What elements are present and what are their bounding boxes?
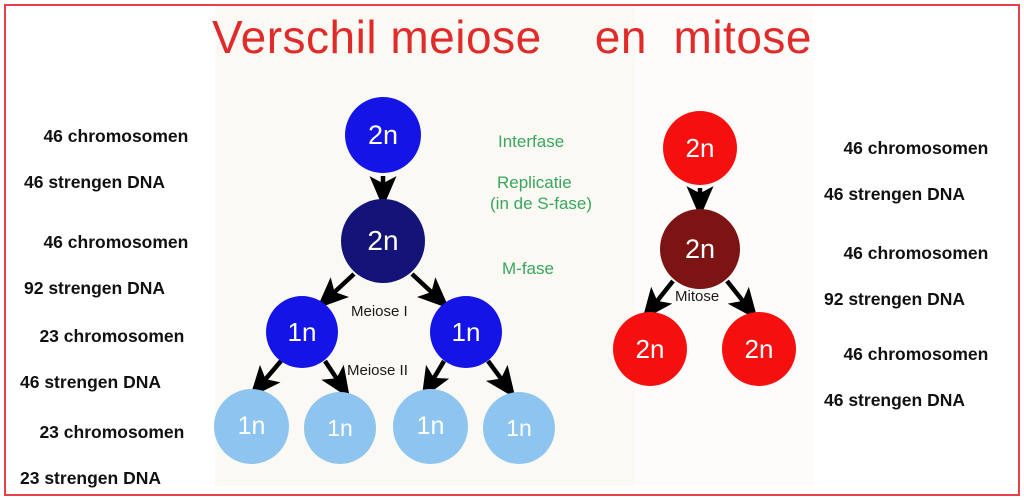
meiose-cell-haploid-left: 1n [266, 296, 338, 368]
meiose-gamete-1: 1n [214, 389, 289, 464]
left-label-after-meiose1-line2: 46 strengen DNA [20, 372, 162, 392]
mitose-daughter-left-label: 2n [635, 333, 665, 364]
page-title: Verschil meiose en mitose [212, 11, 812, 63]
right-label-interfase: 46 chromosomen 46 strengen DNA [824, 114, 988, 252]
meiose-cell-haploid-left-label: 1n [287, 316, 317, 347]
meiose-cell-haploid-right: 1n [430, 296, 502, 368]
right-label-interfase-line1: 46 chromosomen [843, 138, 989, 158]
phase-label-replicatie: Replicatie [497, 173, 572, 192]
mitose-cell-interfase-label: 2n [685, 132, 715, 163]
right-label-replicated-line1: 46 chromosomen [843, 243, 989, 263]
phase-label-replicatie-sub: (in de S-fase) [490, 194, 593, 213]
right-label-after-mitose: 46 chromosomen 46 strengen DNA [824, 320, 988, 458]
division-label-meiose-2: Meiose II [347, 362, 408, 379]
right-label-after-mitose-line1: 46 chromosomen [843, 344, 989, 364]
left-label-after-meiose1-line1: 23 chromosomen [39, 326, 185, 346]
meiose-cell-replicated-label: 2n [367, 225, 399, 256]
meiose-gamete-4: 1n [483, 392, 555, 464]
left-label-after-meiose2: 23 chromosomen 23 strengen DNA [20, 398, 184, 500]
meiose-gamete-4-label: 1n [506, 414, 532, 441]
phase-label-mfase: M-fase [502, 259, 554, 278]
mitose-cell-replicated-label: 2n [684, 233, 716, 264]
phase-label-interfase: Interfase [498, 132, 565, 151]
left-label-replicated-line2: 92 strengen DNA [24, 278, 166, 298]
left-label-replicated-line1: 46 chromosomen [43, 232, 189, 252]
meiose-cell-interfase-label: 2n [367, 119, 399, 150]
meiose-cell-interfase: 2n [345, 97, 421, 173]
division-label-mitose: Mitose [675, 288, 720, 305]
meiose-gamete-1-label: 1n [237, 412, 266, 440]
meiose-cell-haploid-right-label: 1n [451, 316, 481, 347]
division-label-meiose-1: Meiose I [351, 303, 408, 320]
left-label-interfase-line2: 46 strengen DNA [24, 172, 166, 192]
left-label-after-meiose2-line2: 23 strengen DNA [20, 468, 162, 488]
left-label-replicated: 46 chromosomen 92 strengen DNA [24, 208, 188, 346]
right-label-replicated-line2: 92 strengen DNA [824, 289, 966, 309]
mitose-cell-interfase: 2n [663, 111, 737, 185]
mitose-daughter-left: 2n [613, 312, 687, 386]
meiose-gamete-2: 1n [304, 392, 376, 464]
meiose-gamete-3-label: 1n [416, 412, 445, 440]
mitose-daughter-right: 2n [722, 312, 796, 386]
meiose-gamete-2-label: 1n [327, 414, 353, 441]
mitose-cell-replicated: 2n [660, 209, 740, 289]
right-label-after-mitose-line2: 46 strengen DNA [824, 390, 966, 410]
mitose-daughter-right-label: 2n [744, 333, 774, 364]
left-label-after-meiose2-line1: 23 chromosomen [39, 422, 185, 442]
meiose-gamete-3: 1n [393, 389, 468, 464]
left-label-interfase: 46 chromosomen 46 strengen DNA [24, 102, 188, 240]
right-label-interfase-line2: 46 strengen DNA [824, 184, 966, 204]
left-label-interfase-line1: 46 chromosomen [43, 126, 189, 146]
right-label-replicated: 46 chromosomen 92 strengen DNA [824, 219, 988, 357]
meiose-cell-replicated: 2n [341, 199, 425, 283]
left-label-after-meiose1: 23 chromosomen 46 strengen DNA [20, 302, 184, 440]
